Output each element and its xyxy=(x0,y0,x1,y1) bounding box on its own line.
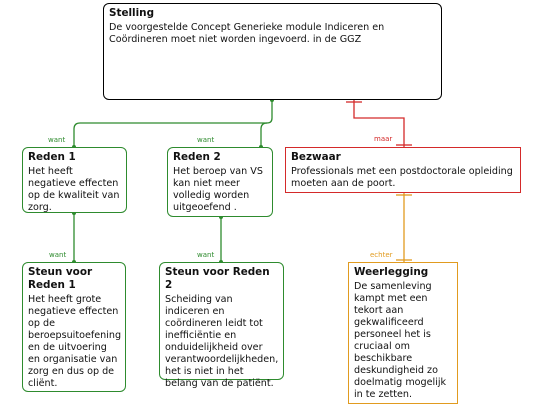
link-claim-bezwaar xyxy=(353,100,405,147)
connector-label-want: want xyxy=(197,251,214,259)
reason-box-1[interactable]: Reden 1 Het heeft negatieve effecten op … xyxy=(22,147,127,213)
connector-label-echter: echter xyxy=(370,251,393,259)
support-title: Steun voor Reden 1 xyxy=(28,266,93,291)
objection-box[interactable]: Bezwaar Professionals met een postdoctor… xyxy=(285,147,521,193)
support-title: Steun voor Reden 2 xyxy=(165,266,270,291)
support-text: Het heeft grote negatieve effecten op de… xyxy=(28,294,122,389)
rebuttal-title: Weerlegging xyxy=(354,266,429,278)
support-text: Scheiding van indiceren en coördineren l… xyxy=(165,294,279,389)
link-claim-reden2 xyxy=(260,122,268,147)
claim-text: De voorgestelde Concept Generieke module… xyxy=(109,22,385,45)
reason-title: Reden 1 xyxy=(28,151,76,163)
claim-box[interactable]: Stelling De voorgestelde Concept Generie… xyxy=(103,3,442,100)
connector-label-want: want xyxy=(48,136,65,144)
connector-label-want: want xyxy=(49,251,66,259)
support-box-1[interactable]: Steun voor Reden 1 Het heeft grote negat… xyxy=(22,262,126,392)
reason-text: Het heeft negatieve effecten op de kwali… xyxy=(28,166,120,213)
reason-box-2[interactable]: Reden 2 Het beroep van VS kan niet meer … xyxy=(167,147,273,217)
support-box-2[interactable]: Steun voor Reden 2 Scheiding van indicer… xyxy=(159,262,284,389)
connector-label-maar: maar xyxy=(374,135,392,143)
objection-text: Professionals met een postdoctorale ople… xyxy=(291,166,513,189)
reason-title: Reden 2 xyxy=(173,151,221,163)
reason-text: Het beroep van VS kan niet meer volledig… xyxy=(173,166,263,213)
link-claim-reasons-trunk xyxy=(73,100,273,147)
objection-title: Bezwaar xyxy=(291,151,341,163)
connector-label-want: want xyxy=(197,136,214,144)
rebuttal-box[interactable]: Weerlegging De samenleving kampt met een… xyxy=(348,262,458,404)
rebuttal-text: De samenleving kampt met een tekort aan … xyxy=(354,281,447,400)
claim-title: Stelling xyxy=(109,7,155,19)
